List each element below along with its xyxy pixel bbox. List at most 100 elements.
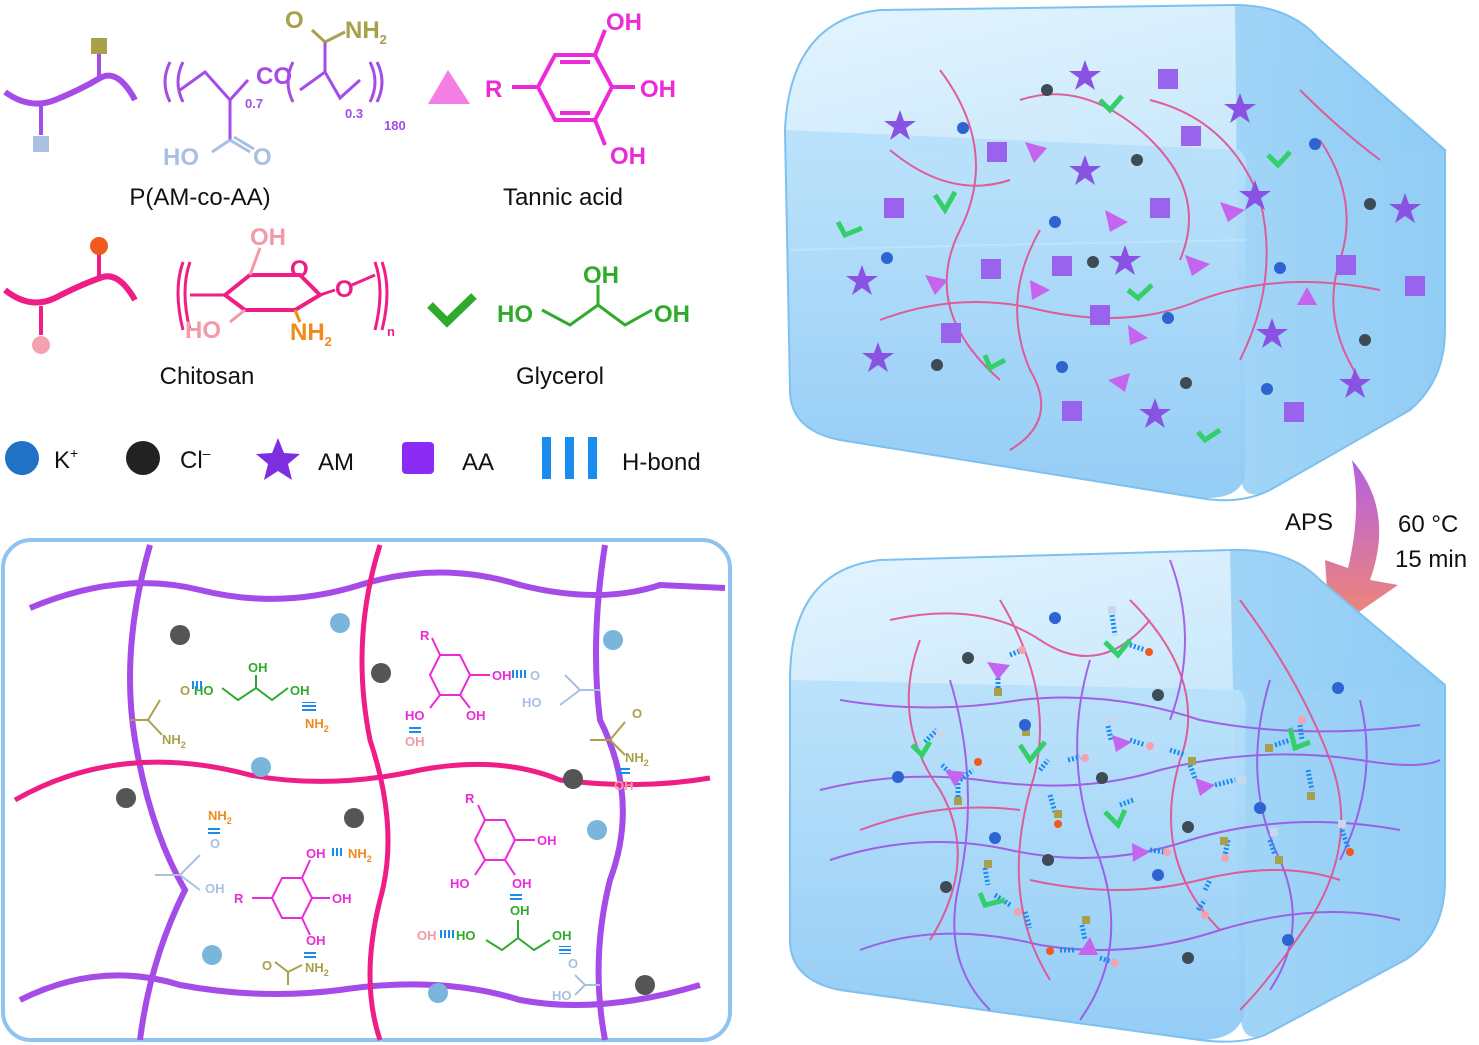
aa-square-icon bbox=[402, 442, 434, 474]
tannic-triangle-icon bbox=[428, 70, 470, 104]
paa-copolymer-legend: CO 0.7 0.3 180 O NH2 HO O P(AM-co-AA) bbox=[3, 7, 406, 211]
panel-am-nh2-3: NH2 bbox=[305, 960, 329, 978]
gel-right-face bbox=[1235, 5, 1445, 495]
panel-k-ions bbox=[202, 613, 623, 1003]
tannic-name: Tannic acid bbox=[503, 184, 623, 211]
panel-am-o-3: O bbox=[262, 958, 272, 973]
panel-tannic-oh-3: OH bbox=[306, 846, 326, 861]
k-ion-icon bbox=[5, 441, 39, 475]
panel-gly-oh-2: OH bbox=[290, 683, 310, 698]
paa-ho-label: HO bbox=[163, 144, 199, 171]
reaction-arrow: APS 60 °C 15 min bbox=[1285, 460, 1467, 632]
network-detail-panel: O HO OH OH NH2 NH2 R OH O HO OH OH HO O … bbox=[1, 538, 732, 1042]
panel-gly-oh-1: OH bbox=[248, 660, 268, 675]
panel-tannic-oh-6: OH bbox=[537, 833, 557, 848]
sub-0-7: 0.7 bbox=[245, 96, 263, 111]
tannic-r-label: R bbox=[485, 76, 502, 103]
ion-legend: K+ Cl– AM AA H-bond bbox=[5, 437, 701, 480]
sub-0-3: 0.3 bbox=[345, 106, 363, 121]
aa-label: AA bbox=[462, 449, 494, 476]
panel-gly-ho-2: HO bbox=[456, 928, 476, 943]
panel-gly-oh-4: OH bbox=[552, 928, 572, 943]
panel-aa-o-1: O bbox=[530, 668, 540, 683]
panel-tannic-oh-7: OH bbox=[512, 876, 532, 891]
panel-nh2-2: NH2 bbox=[208, 808, 232, 826]
crosslinked-gel-block bbox=[789, 548, 1446, 1043]
panel-aa-o-3: O bbox=[568, 956, 578, 971]
glycerol-legend: OH HO OH Glycerol bbox=[427, 262, 690, 390]
panel-tannic-r-3: R bbox=[465, 791, 475, 806]
cl-ion-label: Cl– bbox=[180, 445, 211, 474]
tannic-oh-3: OH bbox=[610, 143, 646, 170]
gel2-cl-ions bbox=[940, 652, 1194, 964]
gel2-k-ions bbox=[892, 612, 1344, 946]
tannic-oh-2: OH bbox=[640, 76, 676, 103]
panel-gly-oh-3: OH bbox=[510, 903, 530, 918]
chitosan-link-o-label: O bbox=[335, 276, 354, 303]
panel-tannic-oh-1: OH bbox=[492, 668, 512, 683]
gel1-am-stars bbox=[846, 60, 1421, 428]
chitosan-backbone-icon bbox=[3, 273, 138, 306]
gel2-oh-linkers bbox=[1014, 646, 1306, 967]
panel-cl-ions bbox=[116, 625, 655, 995]
panel-aa-o-2: O bbox=[210, 836, 220, 851]
gel2-am-linkers bbox=[954, 688, 1315, 924]
panel-tannic-oh-5: OH bbox=[306, 933, 326, 948]
hbond-icon bbox=[542, 437, 597, 479]
initiator-label: APS bbox=[1285, 509, 1333, 536]
tannic-oh-1: OH bbox=[606, 9, 642, 36]
panel-tannic-ho-2: HO bbox=[450, 876, 470, 891]
paa-name: P(AM-co-AA) bbox=[129, 184, 270, 211]
aa-pendant-icon bbox=[33, 136, 49, 152]
time-label: 15 min bbox=[1395, 546, 1467, 573]
panel-chitosan-oh-1: OH bbox=[405, 734, 425, 749]
gel2-tannic-triangles bbox=[945, 662, 1215, 955]
chitosan-n-label: n bbox=[387, 324, 395, 339]
panel-am-nh2-1: NH2 bbox=[162, 732, 186, 750]
panel-tannic-oh-2: OH bbox=[466, 708, 486, 723]
chitosan-ho-label: HO bbox=[185, 317, 221, 344]
gel2-glycerol-checks bbox=[910, 638, 1311, 908]
panel-am-o-1: O bbox=[180, 683, 190, 698]
k-ion-label: K+ bbox=[54, 445, 78, 474]
panel-am-nh2-2: NH2 bbox=[625, 750, 649, 768]
panel-aa-ho-2: HO bbox=[552, 988, 572, 1003]
panel-nh2-1: NH2 bbox=[305, 716, 329, 734]
panel-aa-oh-1: OH bbox=[205, 881, 225, 896]
cl-ion-icon bbox=[126, 441, 160, 475]
panel-chitosan-oh-3: OH bbox=[417, 928, 437, 943]
panel-frame bbox=[1, 538, 732, 1042]
am-label: AM bbox=[318, 449, 354, 476]
panel-chitosan-oh-2: OH bbox=[614, 778, 634, 793]
gel1-tannic-triangles bbox=[925, 142, 1317, 392]
hbond-label: H-bond bbox=[622, 449, 701, 476]
panel-am-o-2: O bbox=[632, 706, 642, 721]
temperature-label: 60 °C bbox=[1398, 511, 1458, 538]
panel-tannic-oh-4: OH bbox=[332, 891, 352, 906]
panel-tannic-ho-1: HO bbox=[405, 708, 425, 723]
gel1-glycerol-checks bbox=[835, 94, 1292, 444]
chitosan-ring-o-label: O bbox=[290, 256, 309, 283]
am-star-icon bbox=[256, 438, 300, 480]
panel-aa-ho-1: HO bbox=[522, 695, 542, 710]
gel2-aa-linkers bbox=[936, 606, 1346, 836]
precursor-gel-block bbox=[783, 3, 1446, 502]
chitosan-legend: OH O O HO NH2 n Chitosan bbox=[3, 224, 395, 390]
panel-nh2-3: NH2 bbox=[348, 846, 372, 864]
chitosan-name: Chitosan bbox=[160, 363, 255, 390]
glycerol-oh-top: OH bbox=[583, 262, 619, 289]
paa-backbone-icon bbox=[3, 72, 138, 107]
glycerol-check-icon bbox=[427, 293, 477, 328]
am-pendant-icon bbox=[91, 38, 107, 54]
curved-arrow bbox=[1325, 460, 1398, 632]
gel1-aa-squares bbox=[884, 69, 1425, 422]
glycerol-name: Glycerol bbox=[516, 363, 604, 390]
chitosan-oh-pendant-icon bbox=[32, 336, 50, 354]
chitosan-nh2-pendant-icon bbox=[90, 237, 108, 255]
gel-front-face bbox=[785, 130, 1247, 499]
paa-nh2-label: NH2 bbox=[345, 17, 387, 47]
gel1-cl-ions bbox=[931, 84, 1376, 389]
glycerol-oh-right: OH bbox=[654, 301, 690, 328]
tannic-acid-legend: R OH OH OH Tannic acid bbox=[428, 9, 676, 211]
